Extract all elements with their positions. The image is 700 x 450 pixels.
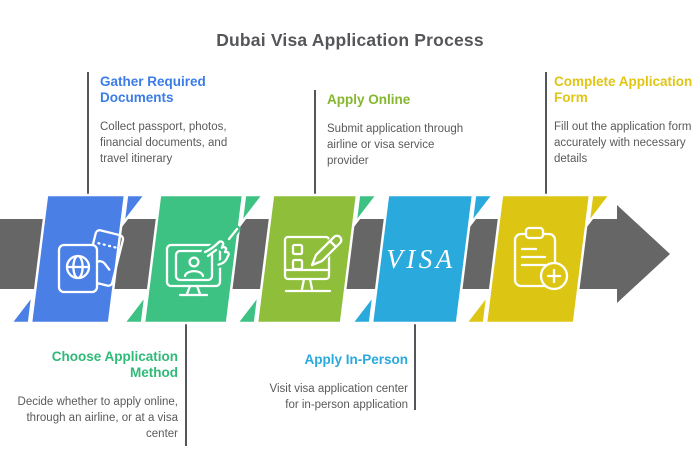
- ribbon-fold-top: [353, 193, 380, 228]
- ribbon-face: [484, 193, 592, 325]
- pencil-outline: [310, 234, 343, 267]
- visa-text: VISA: [386, 244, 455, 274]
- ribbon-face: [142, 193, 245, 325]
- passport-tickets-icon: [57, 229, 125, 294]
- ribbon-fold-top: [586, 193, 613, 228]
- ribbon-face: [255, 193, 359, 325]
- ribbon-fold-bottom: [8, 290, 35, 325]
- step-4-heading: Apply In-Person: [304, 352, 408, 367]
- ribbon-fold-bottom: [463, 290, 490, 325]
- monitor-stand: [178, 284, 209, 297]
- step-1-heading: Gather Required Documents: [100, 74, 206, 105]
- form-edit-icon: [283, 234, 343, 293]
- step-2-heading: Choose Application Method: [51, 349, 178, 380]
- step-4-label: Apply In-Person Visit visa application c…: [256, 352, 409, 413]
- screen-stand: [284, 277, 332, 293]
- ribbon-fold-top: [239, 193, 266, 228]
- clipboard-add-icon: [513, 226, 569, 291]
- ribbon-step2: [121, 193, 266, 325]
- step-3-label: Apply Online Submit application through …: [327, 92, 477, 169]
- ribbon-step4: [349, 193, 496, 325]
- person-shoulders: [183, 269, 205, 278]
- step-1-description: Collect passport, photos, financial docu…: [100, 120, 228, 166]
- step-2-label: Choose Application Method Decide whether…: [15, 349, 178, 442]
- ribbon-fold-top: [469, 193, 496, 228]
- tap-register-icon: [165, 225, 241, 297]
- ribbon-fold-bottom: [349, 290, 376, 325]
- step-1-label: Gather Required Documents Collect passpo…: [100, 74, 240, 167]
- ribbon-fold-bottom: [234, 290, 261, 325]
- step-3-heading: Apply Online: [327, 92, 411, 107]
- checkbox-2: [291, 258, 304, 271]
- person-head: [188, 256, 200, 268]
- ribbon-face: [370, 193, 475, 325]
- ribbon-step3: [234, 193, 380, 325]
- clipboard-clip: [524, 226, 545, 240]
- step-5-heading: Complete Application Form: [554, 74, 693, 105]
- ribbon-fold-top: [121, 193, 148, 228]
- connector-lines: [87, 72, 547, 446]
- screen-outline: [283, 235, 331, 281]
- checkbox-1: [291, 243, 304, 256]
- step-5-description: Fill out the application form accurately…: [554, 120, 692, 166]
- ribbon-step5: [463, 193, 613, 325]
- step-3-description: Submit application through airline or vi…: [327, 122, 464, 168]
- step-5-label: Complete Application Form Fill out the a…: [554, 74, 700, 167]
- step-2-description: Decide whether to apply online, through …: [17, 395, 178, 441]
- step-4-description: Visit visa application center for in-per…: [269, 382, 409, 412]
- hand-outline: [203, 227, 239, 266]
- passport-outline: [57, 243, 99, 294]
- id-card: [174, 249, 214, 282]
- diagram-title: Dubai Visa Application Process: [216, 30, 484, 50]
- arrow-head: [617, 205, 670, 303]
- ribbon-fold-bottom: [121, 290, 148, 325]
